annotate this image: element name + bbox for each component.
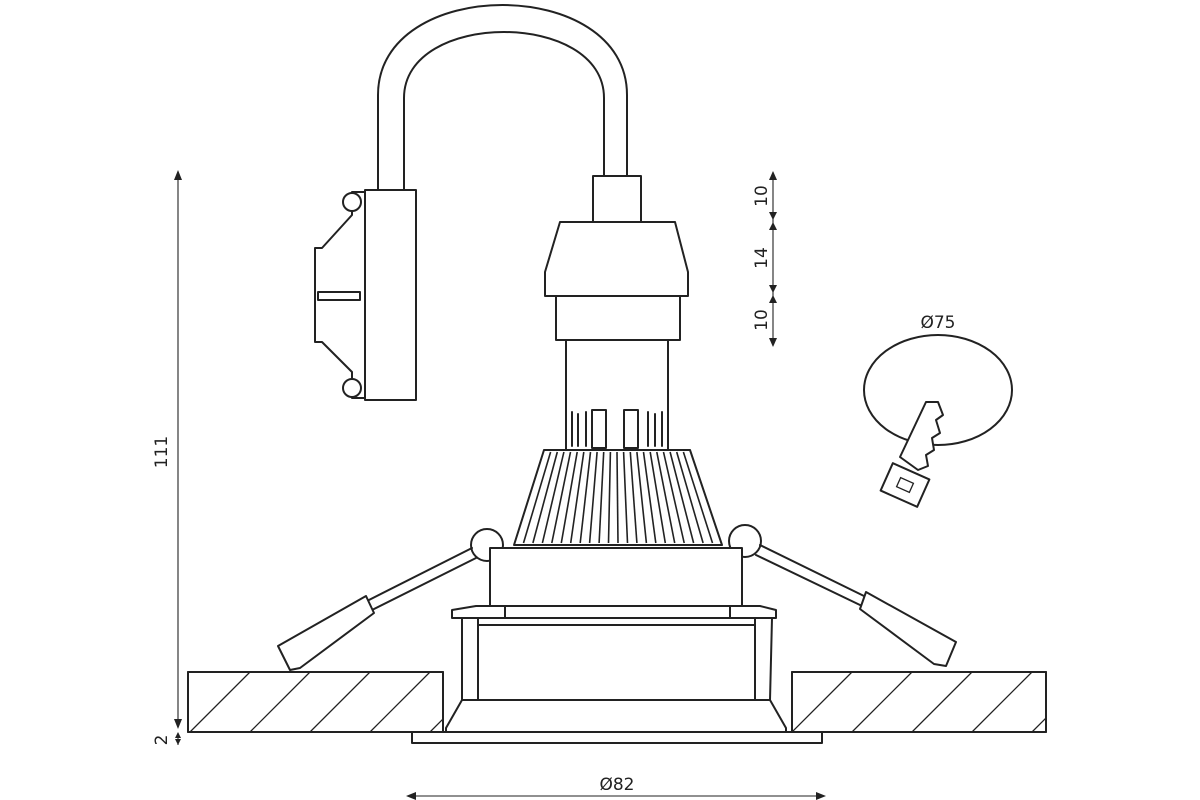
dimension-base-diameter [406, 792, 826, 800]
ceiling-panel-right [791, 671, 1047, 733]
spring-clip-left [277, 528, 504, 671]
housing-body [411, 617, 823, 744]
lamp-socket [544, 175, 689, 341]
saw-icon [879, 401, 944, 508]
label-cutout-diameter: Ø75 [920, 313, 955, 333]
cutout-ellipse [863, 334, 1013, 446]
dimension-stack [769, 171, 777, 347]
heatsink-fins [522, 451, 714, 544]
power-cable [377, 4, 628, 193]
label-trim-height: 2 [152, 735, 172, 746]
ceiling-panel-left [187, 671, 444, 733]
label-seg-top: 10 [752, 185, 772, 207]
terminal-block [314, 189, 417, 401]
dimension-trim-height [175, 732, 181, 745]
label-total-height: 111 [152, 436, 172, 468]
label-seg-middle: 14 [752, 247, 772, 269]
housing-ring [451, 547, 777, 619]
dimension-height-total [174, 170, 182, 729]
label-seg-bottom: 10 [752, 309, 772, 331]
label-base-diameter: Ø82 [599, 775, 634, 795]
